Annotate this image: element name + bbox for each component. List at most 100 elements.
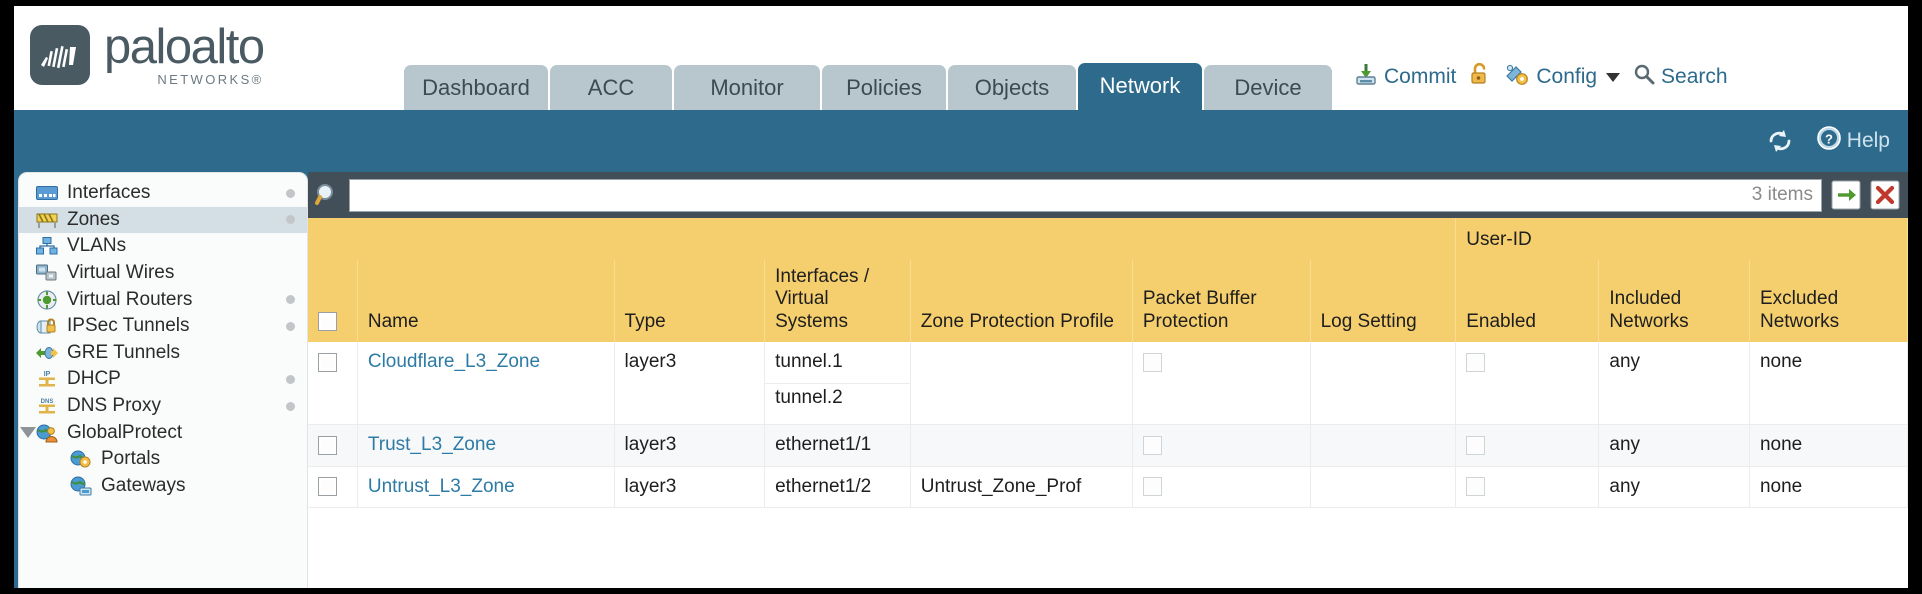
search-icon[interactable] bbox=[314, 182, 340, 208]
refresh-icon[interactable] bbox=[1766, 128, 1794, 154]
status-dot bbox=[286, 401, 295, 411]
cell-packet-buffer-protection[interactable] bbox=[1132, 342, 1311, 426]
config-lock-button[interactable] bbox=[1469, 62, 1491, 92]
sidebar-item-label: Interfaces bbox=[67, 182, 151, 204]
zone-name-link[interactable]: Trust_L3_Zone bbox=[367, 434, 497, 456]
page-body: Interfaces Zones VLANs Vir bbox=[14, 172, 1908, 588]
userid-enabled-checkbox[interactable] bbox=[1466, 352, 1486, 372]
sidebar-item-interfaces[interactable]: Interfaces bbox=[19, 180, 307, 207]
apply-filter-arrow-icon[interactable] bbox=[1831, 180, 1861, 210]
cell-name[interactable]: Untrust_L3_Zone bbox=[357, 466, 615, 509]
table-row[interactable]: Untrust_L3_Zone layer3 ethernet1/2 Untru… bbox=[308, 466, 1908, 509]
sidebar-item-label: Virtual Wires bbox=[67, 262, 175, 284]
expander-triangle-icon[interactable] bbox=[20, 427, 36, 439]
cell-log-setting bbox=[1310, 342, 1457, 426]
svg-text:DNS: DNS bbox=[41, 399, 54, 405]
sidebar-item-label: Portals bbox=[101, 448, 161, 470]
col-header-interfaces[interactable]: Interfaces / Virtual Systems bbox=[764, 260, 911, 343]
search-field-wrap[interactable]: 3 items bbox=[349, 178, 1822, 212]
packet-buffer-protection-checkbox[interactable] bbox=[1142, 352, 1162, 372]
search-button[interactable]: Search bbox=[1633, 63, 1728, 91]
brand-tagline: NETWORKS® bbox=[157, 72, 264, 87]
filter-bar: 3 items bbox=[308, 172, 1908, 218]
sidebar-item-virtual-wires[interactable]: Virtual Wires bbox=[19, 260, 307, 287]
sidebar-item-portals[interactable]: Portals bbox=[19, 446, 307, 473]
brand-logo[interactable]: paloalto NETWORKS® bbox=[14, 23, 404, 110]
userid-enabled-checkbox[interactable] bbox=[1466, 435, 1486, 455]
sidebar-item-dhcp[interactable]: IP DHCP bbox=[19, 366, 307, 393]
sidebar-item-gre-tunnels[interactable]: GRE Tunnels bbox=[19, 340, 307, 367]
help-question-icon: ? bbox=[1816, 125, 1842, 157]
table-row[interactable]: Trust_L3_Zone layer3 ethernet1/1 bbox=[308, 424, 1908, 467]
tab-dashboard[interactable]: Dashboard bbox=[404, 64, 548, 110]
unlock-icon bbox=[1469, 62, 1491, 92]
cell-type: layer3 bbox=[614, 424, 766, 467]
cell-zone-protection-profile: Untrust_Zone_Prof bbox=[910, 466, 1133, 509]
brand-name: paloalto bbox=[104, 20, 265, 74]
cell-userid-enabled[interactable] bbox=[1455, 466, 1600, 509]
row-select-cell[interactable] bbox=[308, 424, 358, 467]
row-select-cell[interactable] bbox=[308, 466, 358, 509]
config-dropdown[interactable]: Config bbox=[1504, 62, 1621, 92]
col-header-name[interactable]: Name bbox=[357, 260, 615, 343]
tab-acc[interactable]: ACC bbox=[550, 64, 672, 110]
col-header-log-setting[interactable]: Log Setting bbox=[1310, 260, 1457, 343]
sidebar-item-label: VLANs bbox=[67, 235, 127, 257]
row-checkbox[interactable] bbox=[318, 477, 337, 497]
row-checkbox[interactable] bbox=[318, 352, 337, 372]
tab-device[interactable]: Device bbox=[1204, 64, 1332, 110]
config-label: Config bbox=[1536, 65, 1598, 88]
col-header-zone-protection-profile[interactable]: Zone Protection Profile bbox=[910, 260, 1133, 343]
help-button[interactable]: ? Help bbox=[1816, 125, 1890, 157]
search-input[interactable] bbox=[358, 184, 1746, 206]
col-header-type[interactable]: Type bbox=[614, 260, 766, 343]
help-label: Help bbox=[1846, 129, 1890, 152]
row-select-cell[interactable] bbox=[308, 342, 358, 426]
sidebar-item-globalprotect[interactable]: GlobalProtect bbox=[19, 419, 307, 446]
top-action-bar: Commit bbox=[1354, 62, 1728, 110]
zones-panel: 3 items bbox=[308, 172, 1908, 588]
clear-filter-x-icon[interactable] bbox=[1870, 180, 1900, 210]
cell-userid-enabled[interactable] bbox=[1455, 424, 1600, 467]
packet-buffer-protection-checkbox[interactable] bbox=[1142, 435, 1162, 455]
search-label: Search bbox=[1661, 65, 1728, 88]
tab-policies[interactable]: Policies bbox=[822, 64, 946, 110]
tab-network[interactable]: Network bbox=[1078, 62, 1202, 110]
sidebar-item-gateways[interactable]: Gateways bbox=[19, 473, 307, 500]
status-dot bbox=[286, 295, 295, 305]
col-header-enabled[interactable]: Enabled bbox=[1455, 260, 1600, 343]
userid-enabled-checkbox[interactable] bbox=[1466, 477, 1486, 497]
packet-buffer-protection-checkbox[interactable] bbox=[1142, 477, 1162, 497]
zone-name-link[interactable]: Cloudflare_L3_Zone bbox=[367, 351, 541, 373]
interface-entry: ethernet1/2 bbox=[775, 475, 872, 497]
col-header-excluded-networks[interactable]: Excluded Networks bbox=[1749, 260, 1908, 343]
table-row[interactable]: Cloudflare_L3_Zone layer3 tunnel.1 tunne… bbox=[308, 342, 1908, 426]
cell-name[interactable]: Trust_L3_Zone bbox=[357, 424, 615, 467]
sidebar-item-zones[interactable]: Zones bbox=[19, 206, 307, 234]
tab-monitor[interactable]: Monitor bbox=[674, 64, 820, 110]
col-header-included-networks[interactable]: Included Networks bbox=[1598, 260, 1750, 343]
select-all-checkbox[interactable] bbox=[318, 312, 337, 332]
sidebar-item-ipsec-tunnels[interactable]: IPSec Tunnels bbox=[19, 313, 307, 340]
sidebar-item-dns-proxy[interactable]: DNS DNS Proxy bbox=[19, 393, 307, 420]
cell-packet-buffer-protection[interactable] bbox=[1132, 466, 1311, 509]
sidebar-item-vlans[interactable]: VLANs bbox=[19, 233, 307, 260]
context-bar: ? Help bbox=[14, 110, 1908, 172]
sidebar-item-virtual-routers[interactable]: Virtual Routers bbox=[19, 286, 307, 313]
tab-objects[interactable]: Objects bbox=[948, 64, 1076, 110]
sidebar-item-label: GRE Tunnels bbox=[67, 341, 180, 363]
config-key-icon bbox=[1504, 62, 1530, 92]
cell-packet-buffer-protection[interactable] bbox=[1132, 424, 1311, 467]
commit-button[interactable]: Commit bbox=[1354, 62, 1456, 92]
row-checkbox[interactable] bbox=[318, 435, 337, 455]
top-header: paloalto NETWORKS® Dashboard ACC Monitor… bbox=[14, 6, 1908, 110]
select-all-header[interactable] bbox=[308, 260, 358, 343]
cell-excluded-networks: none bbox=[1749, 342, 1908, 426]
sidebar-item-label: Zones bbox=[67, 208, 120, 230]
col-header-packet-buffer-protection[interactable]: Packet Buffer Protection bbox=[1132, 260, 1311, 343]
cell-name[interactable]: Cloudflare_L3_Zone bbox=[357, 342, 615, 426]
search-icon bbox=[1633, 63, 1655, 91]
zone-name-link[interactable]: Untrust_L3_Zone bbox=[367, 475, 515, 497]
virtual-wires-icon bbox=[35, 263, 59, 283]
cell-userid-enabled[interactable] bbox=[1455, 342, 1600, 426]
